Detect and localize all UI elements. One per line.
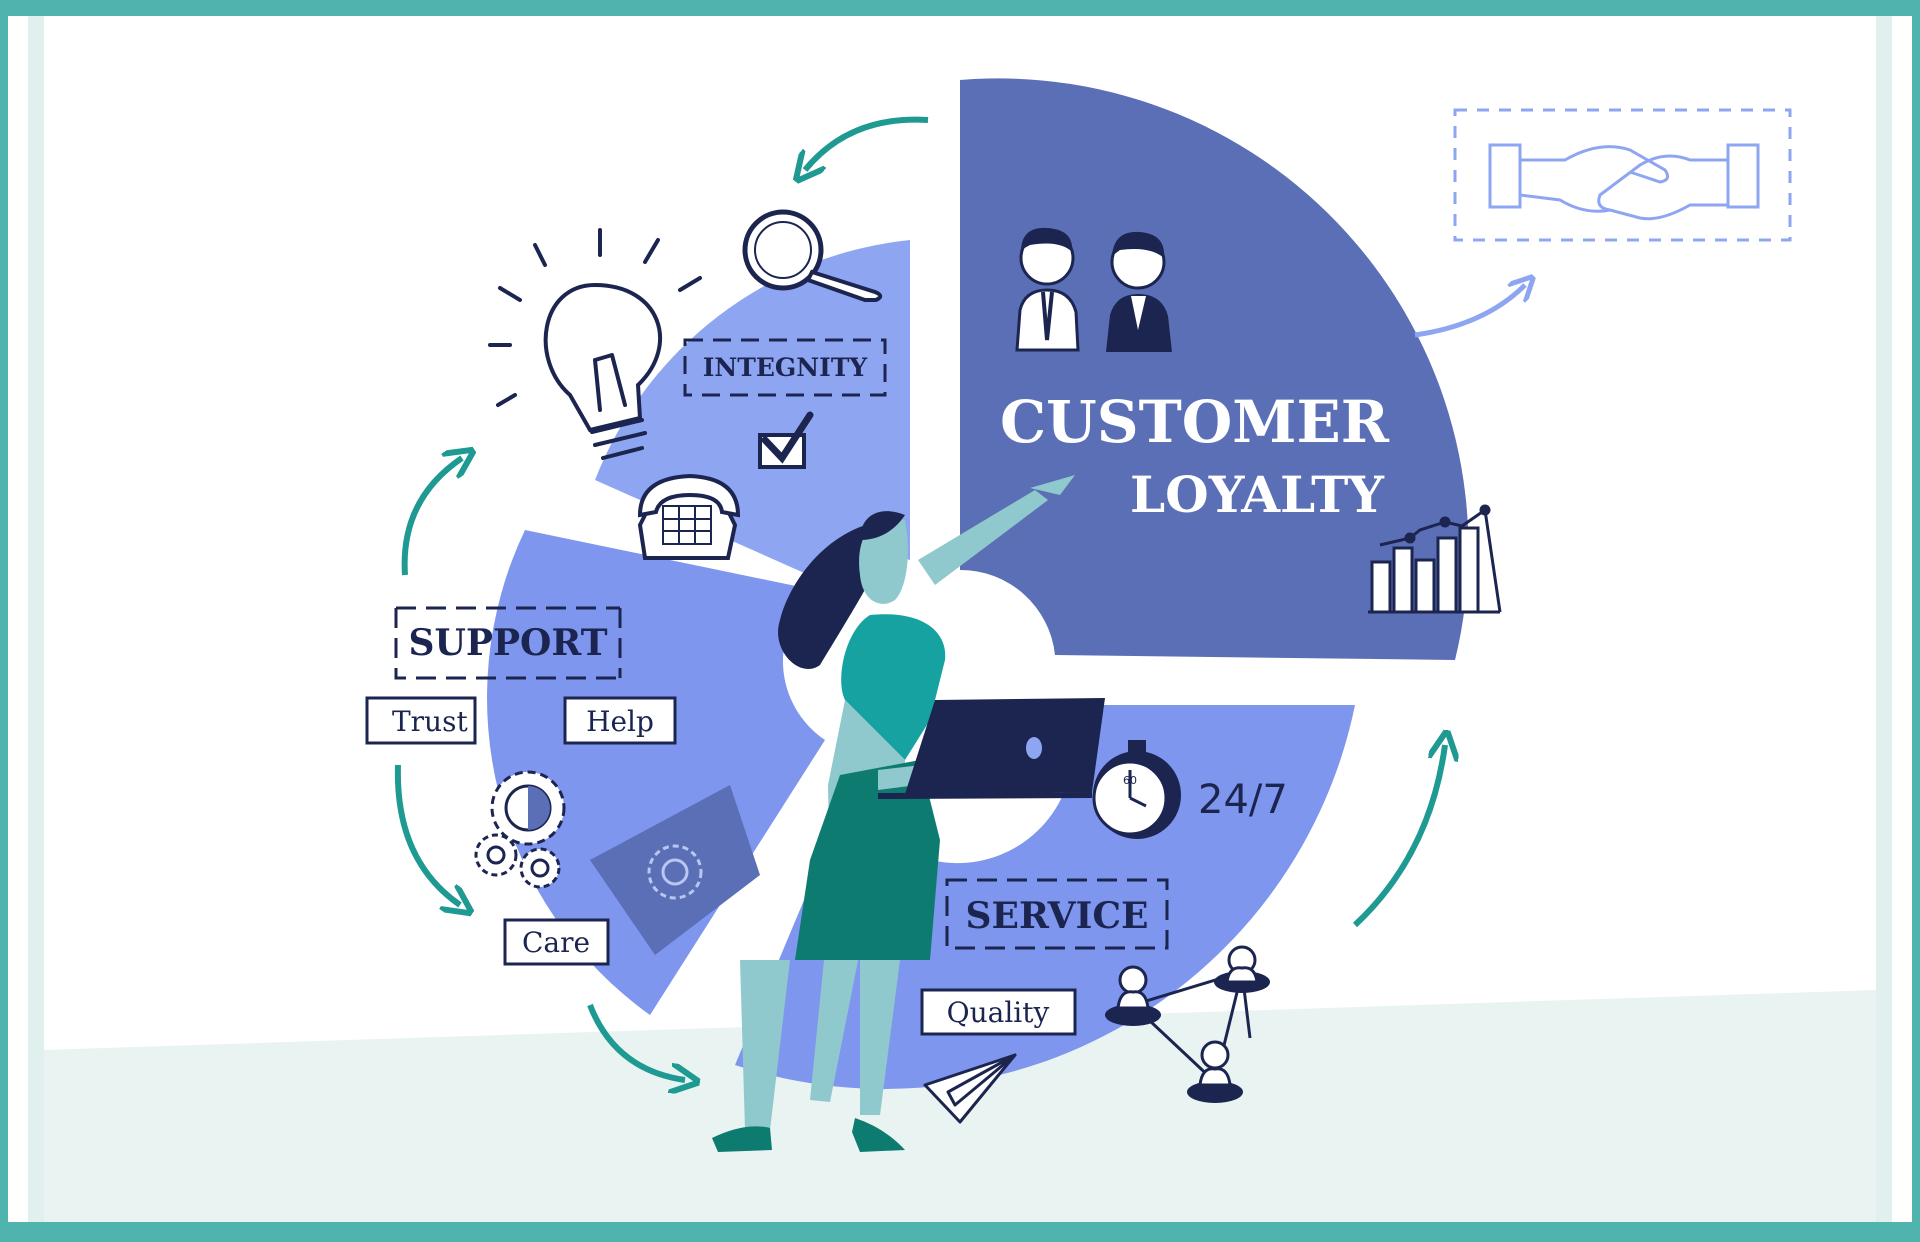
people-icon [1015,227,1172,352]
help-tag-box [563,696,677,745]
network-icon [1105,945,1270,1103]
arrow-right [1352,745,1445,928]
support-label: SUPPORT [409,622,608,664]
telephone-icon [637,473,741,560]
frame-left-inner-band [28,16,44,1222]
woman-raised-arm [918,490,1048,585]
frame-bottom-border [0,1222,1920,1242]
woman-top [841,614,946,760]
woman-head [859,518,908,604]
woman-left-shoe [712,1126,772,1152]
care-tag-box [503,918,610,966]
availability-label: 24/7 [1198,777,1288,823]
frame-top-border [0,0,1920,16]
integrity-label-box [683,338,887,397]
frame-right-border [1912,16,1920,1222]
small-gear-icon [647,844,703,900]
magnifier-icon [742,209,883,302]
care-tag: Care [522,926,590,959]
stopwatch-icon: 60 [1092,740,1181,839]
stopwatch-label: 60 [1123,774,1137,787]
woman-right-shoe [852,1118,905,1152]
quality-tag: Quality [947,996,1050,1029]
quality-tag-box [920,988,1077,1036]
frame-right-inner-band [1876,16,1892,1222]
customer-loyalty-line1: CUSTOMER [1000,388,1390,456]
arrow-top [805,116,929,170]
segment-support [487,530,825,1015]
woman-right-leg [860,960,900,1115]
dark-patch [590,785,760,955]
customer-loyalty-line2: LOYALTY [1130,465,1385,524]
woman-skirt [795,760,940,960]
arrow-left-lower [394,764,460,905]
handshake-icon [1453,108,1792,242]
arrow-to-handshake [1414,285,1525,338]
support-label-box [394,606,622,680]
service-label: SERVICE [966,895,1149,937]
laptop-icon [878,698,1105,799]
checkbox-icon [758,411,814,469]
arrow-bottom [587,1003,685,1080]
gears-icon [474,770,566,889]
help-tag: Help [586,705,654,738]
frame-left-border [0,16,8,1222]
integrity-label: INTEGNITY [703,353,869,382]
bar-chart-icon [1368,504,1502,614]
woman-figure [712,475,1075,1152]
trust-tag-box [365,696,477,745]
arrow-left-upper [401,458,462,576]
service-label-box [945,878,1169,950]
lightbulb-icon [488,228,702,460]
trust-tag: Trust [392,705,468,738]
segment-customer-loyalty [960,78,1469,660]
paper-plane-icon [923,1053,1017,1124]
